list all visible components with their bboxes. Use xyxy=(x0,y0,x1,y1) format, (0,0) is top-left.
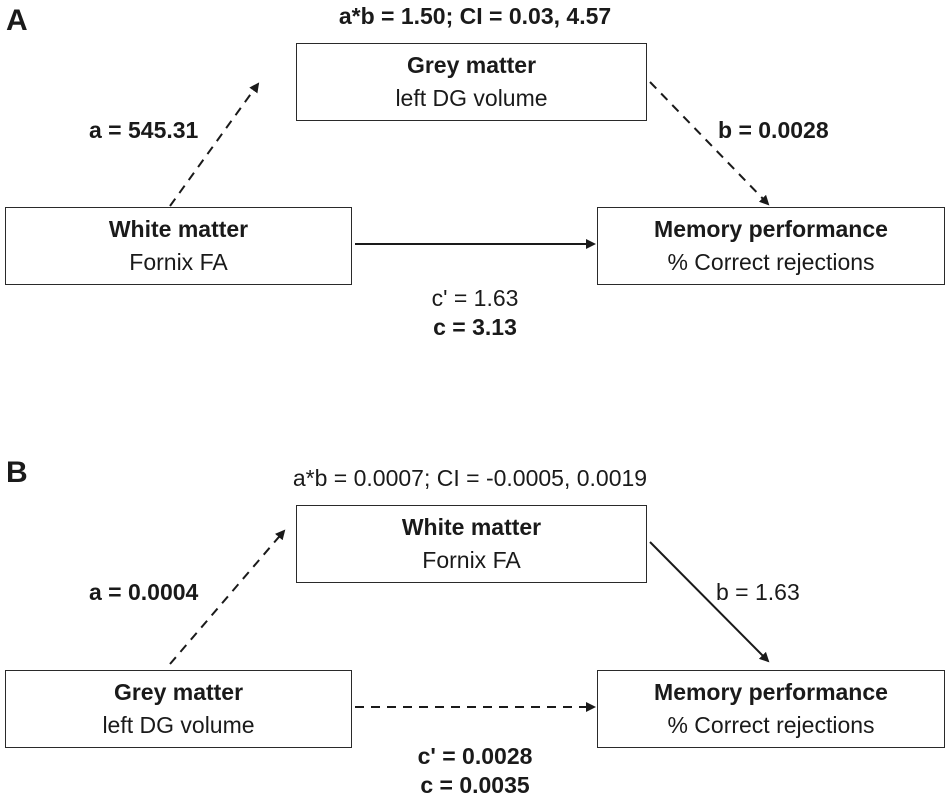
panel-a-label: A xyxy=(6,4,28,37)
panel-b-predictor-title: Grey matter xyxy=(113,679,244,705)
panel-a-predictor-title: White matter xyxy=(108,216,249,242)
panel-b-path-b-arrow xyxy=(649,541,770,663)
panel-a-predictor-box: White matter Fornix FA xyxy=(5,207,352,285)
panel-b-mediator-title: White matter xyxy=(401,514,542,540)
panel-a-mediator-box: Grey matter left DG volume xyxy=(296,43,647,121)
panel-a-indirect-effect: a*b = 1.50; CI = 0.03, 4.57 xyxy=(338,3,612,29)
panel-b-mediator-subtitle: Fornix FA xyxy=(422,547,521,573)
panel-a-path-a-label: a = 545.31 xyxy=(89,117,199,143)
panel-a-path-a-arrow xyxy=(169,82,260,207)
panel-b-predictor-box: Grey matter left DG volume xyxy=(5,670,352,748)
panel-b-path-c-label: c = 0.0035 xyxy=(420,772,530,798)
panel-b-outcome-title: Memory performance xyxy=(654,679,888,705)
panel-b-mediator-box: White matter Fornix FA xyxy=(296,505,647,583)
panel-b-label: B xyxy=(6,456,28,489)
panel-a-path-c-prime-label: c' = 1.63 xyxy=(431,285,519,311)
panel-a-outcome-subtitle: % Correct rejections xyxy=(667,249,875,275)
panel-a-mediator-subtitle: left DG volume xyxy=(395,85,548,111)
panel-a-path-c-label: c = 3.13 xyxy=(433,314,517,340)
panel-a-outcome-box: Memory performance % Correct rejections xyxy=(597,207,945,285)
panel-a-predictor-subtitle: Fornix FA xyxy=(129,249,228,275)
panel-a-path-b-arrow xyxy=(649,81,770,206)
panel-a-mediator-title: Grey matter xyxy=(406,52,537,78)
panel-b-indirect-effect: a*b = 0.0007; CI = -0.0005, 0.0019 xyxy=(292,465,648,491)
panel-a-path-b-label: b = 0.0028 xyxy=(718,117,829,143)
panel-b-path-c-prime-label: c' = 0.0028 xyxy=(417,743,533,769)
panel-b-path-a-arrow xyxy=(169,529,286,665)
panel-b-outcome-subtitle: % Correct rejections xyxy=(667,712,875,738)
panel-b-path-b-label: b = 1.63 xyxy=(716,579,800,605)
panel-b-path-a-label: a = 0.0004 xyxy=(89,579,199,605)
panel-b-outcome-box: Memory performance % Correct rejections xyxy=(597,670,945,748)
panel-b-predictor-subtitle: left DG volume xyxy=(102,712,255,738)
panel-a-outcome-title: Memory performance xyxy=(654,216,888,242)
